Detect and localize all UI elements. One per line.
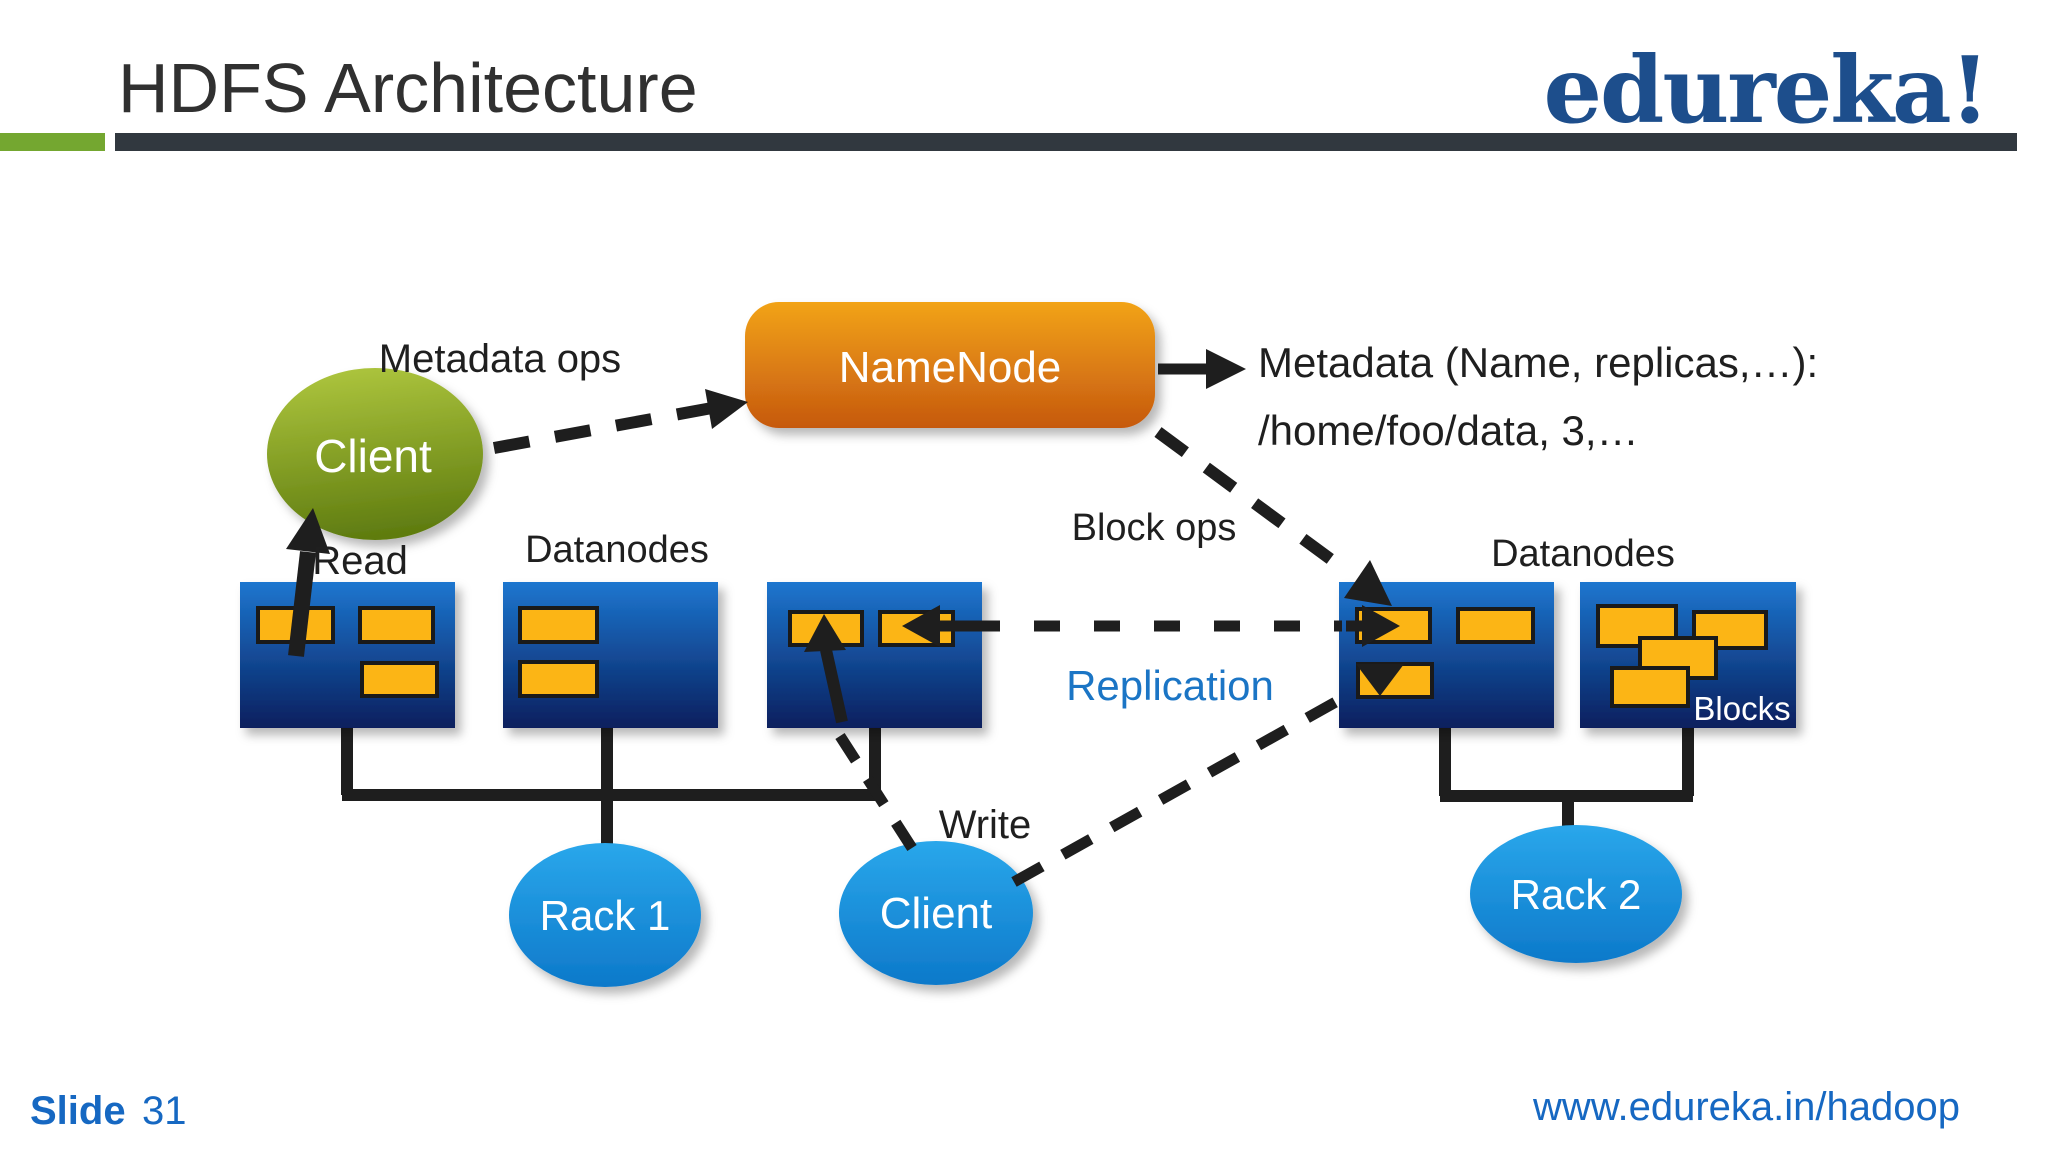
divider-dark-bar [115,133,2017,151]
block [1610,666,1690,708]
blocks-label: Blocks [1693,690,1790,727]
client-bottom-label: Client [880,889,993,938]
namenode-node [745,302,1155,428]
slide-number-value: 31 [142,1089,187,1133]
page-title: HDFS Architecture [118,49,698,127]
block-ops-arrowhead [1344,560,1392,606]
datanode-box [503,582,718,728]
namenode-label: NameNode [839,343,1062,392]
datanode-4 [1339,582,1554,728]
datanodes-right-label: Datanodes [1491,533,1675,575]
rack1-bracket-line [341,724,881,850]
rack2-node [1470,825,1682,963]
metadata-text-line1: Metadata (Name, replicas,…): [1258,339,1818,386]
client-top-node [267,368,483,540]
datanode-2 [503,582,718,728]
write-right-dashed-line [1011,689,1353,887]
block-ops-dashed-line [1154,427,1352,577]
metadata-ops-arrowhead [705,389,748,429]
replication-right-arrowhead [1362,605,1400,647]
block-ops-label: Block ops [1072,507,1237,549]
datanode-3 [767,582,982,728]
write-left-dashed-line [835,733,917,851]
datanode-box [767,582,982,728]
datanode-1 [240,582,455,728]
read-label: Read [312,539,408,583]
read-arrowhead [286,508,330,554]
rack2-bracket-line [1439,724,1694,830]
metadata-ops-dashed-line [492,402,714,454]
replication-label: Replication [1066,662,1274,709]
slide-number-label: Slide [30,1089,126,1133]
block [518,660,599,698]
namenode-metadata-arrowhead [1206,349,1246,389]
write-label: Write [939,803,1032,847]
block [358,606,435,644]
divider-green-segment [0,133,105,151]
client-top-label: Client [314,430,432,482]
client-bottom-node [839,841,1033,985]
block [518,606,599,644]
footer-url: www.edureka.in/hadoop [1532,1085,1960,1129]
rack1-label: Rack 1 [540,892,671,939]
datanode-box [1339,582,1554,728]
datanodes-left-label: Datanodes [525,529,709,571]
block [360,661,439,698]
datanode-5 [1580,582,1796,728]
metadata-text-line2: /home/foo/data, 3,… [1258,407,1639,454]
write-right-down-arrowhead [1356,664,1404,696]
write-left-inbox-shaft [820,648,848,724]
replication-left-arrowhead [902,605,940,647]
rack2-label: Rack 2 [1511,871,1642,918]
block [1456,607,1535,644]
metadata-ops-label: Metadata ops [379,337,621,381]
write-left-up-arrowhead [804,614,846,652]
read-arrow-shaft [288,551,316,657]
edureka-logo: edureka! [1544,36,1989,144]
datanode-box [240,582,455,728]
rack1-node [509,843,701,987]
